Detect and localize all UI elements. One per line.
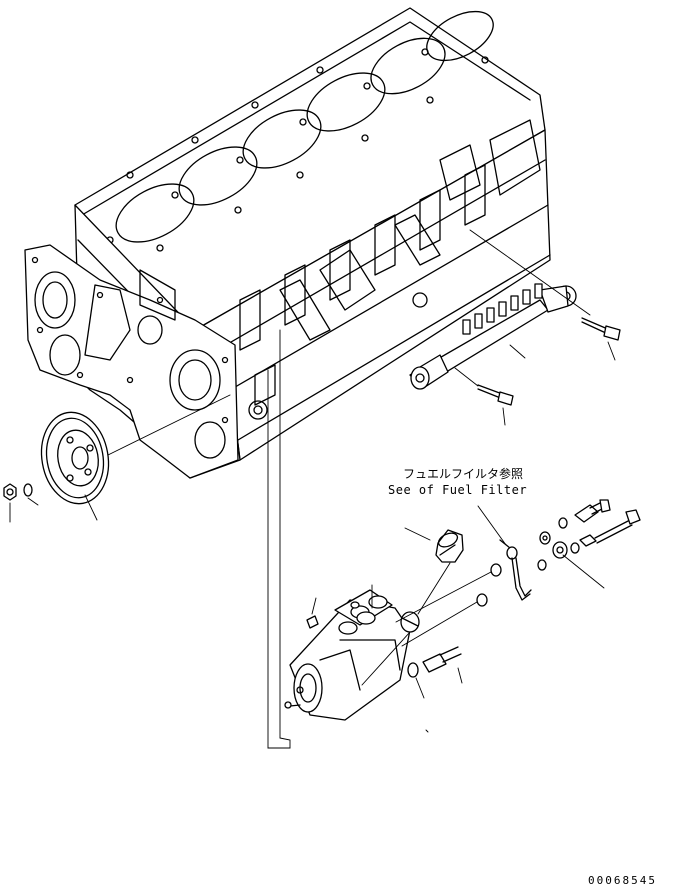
fuel-filter-reference: フュエルフイルタ参照 See of Fuel Filter — [388, 466, 527, 549]
gear-nut — [3, 483, 17, 501]
control-lever — [404, 527, 464, 615]
gear-washer — [23, 483, 33, 497]
manifold-fittings — [462, 283, 543, 335]
manifold-bolt-left — [454, 367, 514, 426]
cylinder-bores — [115, 10, 494, 243]
banjo-bolt-group — [539, 499, 641, 589]
assembly-leader-lines — [267, 329, 291, 749]
manifold-bolt-right — [469, 229, 621, 361]
drawing-code: 00068545 — [588, 874, 657, 887]
annotation-english: See of Fuel Filter — [388, 483, 527, 497]
pump-o-ring — [306, 597, 319, 629]
engine-block — [24, 7, 551, 479]
block-side-details — [239, 119, 541, 420]
pump-drive-gear — [40, 394, 231, 505]
pump-mount-hardware — [395, 563, 502, 733]
annotation-japanese: フュエルフイルタ参照 — [403, 466, 523, 481]
deck-bolt-holes — [106, 48, 489, 252]
fuel-pipe — [506, 546, 547, 601]
gear-housing-details — [31, 256, 229, 459]
fuel-injection-pump — [284, 584, 420, 721]
